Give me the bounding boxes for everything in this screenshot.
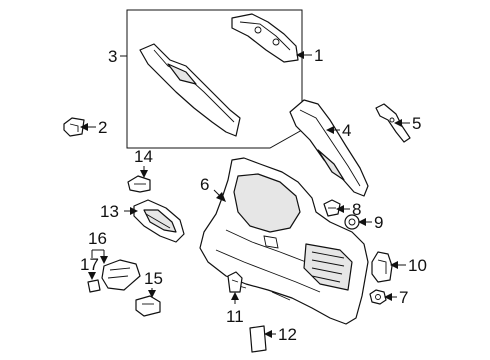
callout-labels: 1 2 3 4 5 6 7 8 9 10 11 12 13 14 15 16 1… — [80, 46, 427, 344]
part-6-quarter-panel — [199, 157, 369, 325]
callout-17: 17 — [80, 255, 99, 274]
part-2-clip — [63, 117, 85, 137]
part-8-clip — [323, 199, 341, 217]
part-17-bulb — [87, 279, 101, 293]
callout-13: 13 — [100, 202, 119, 221]
part-12-pad — [249, 325, 267, 353]
part-7-nut — [369, 289, 387, 305]
part-14-clip — [127, 175, 151, 193]
part-1-upper-trim — [231, 13, 299, 63]
callout-7: 7 — [399, 288, 408, 307]
callout-14: 14 — [134, 147, 153, 166]
callout-16: 16 — [88, 229, 107, 248]
callout-3: 3 — [108, 47, 117, 66]
callout-9: 9 — [374, 213, 383, 232]
callout-11: 11 — [226, 307, 244, 326]
callout-8: 8 — [352, 200, 361, 219]
callout-2: 2 — [98, 118, 107, 137]
part-5-bracket — [375, 103, 411, 143]
part-9-grommet — [344, 214, 360, 230]
part-13-bezel — [133, 199, 185, 243]
callout-5: 5 — [412, 114, 421, 133]
group-box-outline — [126, 9, 303, 149]
part-11-small-bracket — [227, 271, 243, 293]
part-10-cover — [371, 251, 393, 283]
callout-15: 15 — [144, 269, 163, 288]
callout-1: 1 — [314, 46, 323, 65]
leader-lines — [80, 51, 410, 338]
part-4-tall-trim — [289, 99, 369, 197]
callout-12: 12 — [278, 325, 297, 344]
callout-10: 10 — [408, 256, 427, 275]
part-3-pillar-panel — [139, 43, 241, 137]
callout-6: 6 — [200, 175, 209, 194]
part-15-connector — [135, 295, 161, 317]
callout-4: 4 — [342, 121, 351, 140]
part-16-lamp-housing — [101, 259, 141, 291]
